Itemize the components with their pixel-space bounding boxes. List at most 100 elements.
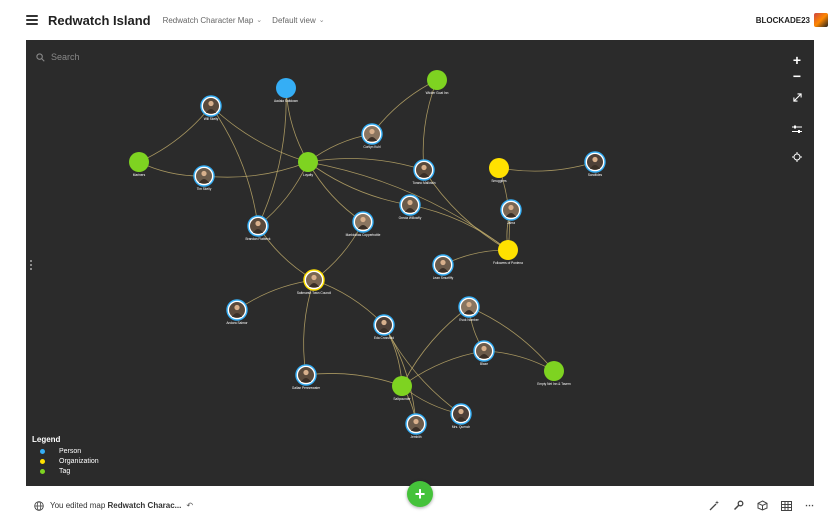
edge-line[interactable] xyxy=(401,350,485,387)
node-label: Lean Smurfiffy xyxy=(433,276,454,280)
node-sm[interactable]: Smugglers xyxy=(489,158,509,183)
node-as[interactable]: Andara Salmor xyxy=(226,299,249,325)
breadcrumb-map[interactable]: Redwatch Character Map ⌄ xyxy=(163,16,263,25)
username[interactable]: BLOCKADE23 xyxy=(755,15,810,25)
edge-line[interactable] xyxy=(236,279,315,311)
node-ja[interactable]: Jahra xyxy=(500,199,522,225)
breadcrumb-view[interactable]: Default view ⌄ xyxy=(272,16,324,25)
node-sp[interactable]: Saltpounder xyxy=(392,376,412,401)
node-to[interactable]: Torano Mallowin xyxy=(412,159,436,185)
node-dot[interactable] xyxy=(298,152,318,172)
node-aa[interactable]: Aadala Saltdown xyxy=(274,78,298,103)
edge-line[interactable] xyxy=(307,158,425,171)
edge-line[interactable] xyxy=(138,105,212,163)
node-ls[interactable]: Lean Smurfiffy xyxy=(432,254,454,280)
globe-icon[interactable] xyxy=(34,500,44,511)
node-wc[interactable]: Wicker Goat Inn xyxy=(426,70,449,95)
node-dot[interactable] xyxy=(129,152,149,172)
minus-icon[interactable]: − xyxy=(792,68,802,84)
node-ts[interactable]: Tim Skelly xyxy=(193,165,215,191)
node-label: Followers of Poniena xyxy=(493,261,523,265)
node-bl[interactable]: Blaze xyxy=(473,340,495,366)
node-dot[interactable] xyxy=(427,70,447,90)
node-label: Cortlyn Kuhl xyxy=(363,145,381,149)
node-label: Mariners xyxy=(133,173,146,177)
edge-line[interactable] xyxy=(483,350,555,372)
sliders-icon[interactable] xyxy=(790,122,804,136)
edge-line[interactable] xyxy=(371,79,438,135)
node-dot[interactable] xyxy=(544,361,564,381)
status-prefix: You edited map xyxy=(50,501,108,510)
app-title[interactable]: Redwatch Island xyxy=(48,12,151,28)
edge-line[interactable] xyxy=(305,373,403,387)
edge-line[interactable] xyxy=(313,221,364,281)
node-ma[interactable]: Mariners xyxy=(129,152,149,177)
node-lo[interactable]: Loyalty xyxy=(298,152,318,177)
status-map-name[interactable]: Redwatch Charac... xyxy=(107,501,182,510)
legend-title: Legend xyxy=(32,435,61,444)
edit-status: You edited map Redwatch Charac... ↶ xyxy=(34,500,194,511)
edge-line[interactable] xyxy=(307,161,411,206)
cube-icon[interactable] xyxy=(756,500,768,512)
edge-line[interactable] xyxy=(468,306,555,372)
node-sa[interactable]: Sandtides xyxy=(584,151,606,177)
node-gr[interactable]: Grecia Willowfly xyxy=(399,194,422,220)
avatar-head xyxy=(458,408,464,415)
edge-line[interactable] xyxy=(307,161,364,223)
node-ek[interactable]: Evok Nomber xyxy=(458,296,480,322)
node-fp[interactable]: Followers of Poniena xyxy=(493,240,523,265)
edge-line[interactable] xyxy=(257,87,287,227)
node-mg[interactable]: Mrs. Quench xyxy=(450,403,472,429)
avatar-head xyxy=(592,156,598,163)
wrench-icon[interactable] xyxy=(732,500,744,512)
edge-line[interactable] xyxy=(257,225,315,281)
node-tc[interactable]: Saltmarsh Town Council xyxy=(297,269,331,295)
node-dot[interactable] xyxy=(392,376,412,396)
node-dot[interactable] xyxy=(489,158,509,178)
avatar-head xyxy=(413,418,419,425)
node-bf[interactable]: Brandan Flatbeck xyxy=(246,215,271,241)
edge-line[interactable] xyxy=(210,105,309,163)
node-label: Gallan Pennrewater xyxy=(292,386,321,390)
node-gp[interactable]: Gallan Pennrewater xyxy=(292,364,321,390)
avatar-head xyxy=(381,319,387,326)
search-box[interactable] xyxy=(36,52,171,62)
search-input[interactable] xyxy=(51,52,171,62)
node-jm[interactable]: Jembith xyxy=(405,413,427,439)
node-wk[interactable]: Will Skelly xyxy=(200,95,222,121)
node-dot[interactable] xyxy=(276,78,296,98)
side-panel-handle[interactable] xyxy=(30,260,32,270)
add-element-button[interactable]: + xyxy=(407,481,433,507)
node-dot[interactable] xyxy=(498,240,518,260)
user-avatar[interactable] xyxy=(814,13,828,27)
edge-line[interactable] xyxy=(401,306,470,387)
edge-line[interactable] xyxy=(203,161,309,178)
legend-item-tag[interactable]: Tag xyxy=(40,468,99,475)
more-icon[interactable]: ⋯ xyxy=(805,500,815,510)
magic-wand-icon[interactable] xyxy=(708,500,720,512)
plus-icon[interactable]: + xyxy=(792,52,802,68)
node-ed[interactable]: Eda Crossfold xyxy=(373,314,395,340)
avatar-body xyxy=(206,109,216,113)
expand-icon[interactable] xyxy=(790,90,804,104)
table-icon[interactable] xyxy=(780,500,792,512)
node-mc[interactable]: Marktobias Copperbottle xyxy=(346,211,381,237)
legend-item-organization[interactable]: Organization xyxy=(40,458,99,465)
legend-item-person[interactable]: Person xyxy=(40,448,99,455)
edge-line[interactable] xyxy=(313,279,385,326)
edge-line[interactable] xyxy=(257,161,309,227)
edge-line[interactable] xyxy=(498,161,596,172)
crosshair-icon[interactable] xyxy=(790,150,804,164)
node-ct[interactable]: Cortlyn Kuhl xyxy=(361,123,383,149)
avatar-body xyxy=(309,283,319,287)
node-label: Jahra xyxy=(507,221,515,225)
edge-line[interactable] xyxy=(409,204,509,251)
edge-line[interactable] xyxy=(210,105,259,227)
edge-line[interactable] xyxy=(423,169,509,251)
node-em[interactable]: Empty Net Inn & Tavern xyxy=(537,361,571,386)
undo-icon[interactable]: ↶ xyxy=(186,501,194,510)
edge-line[interactable] xyxy=(383,324,417,425)
menu-icon[interactable] xyxy=(26,15,38,25)
